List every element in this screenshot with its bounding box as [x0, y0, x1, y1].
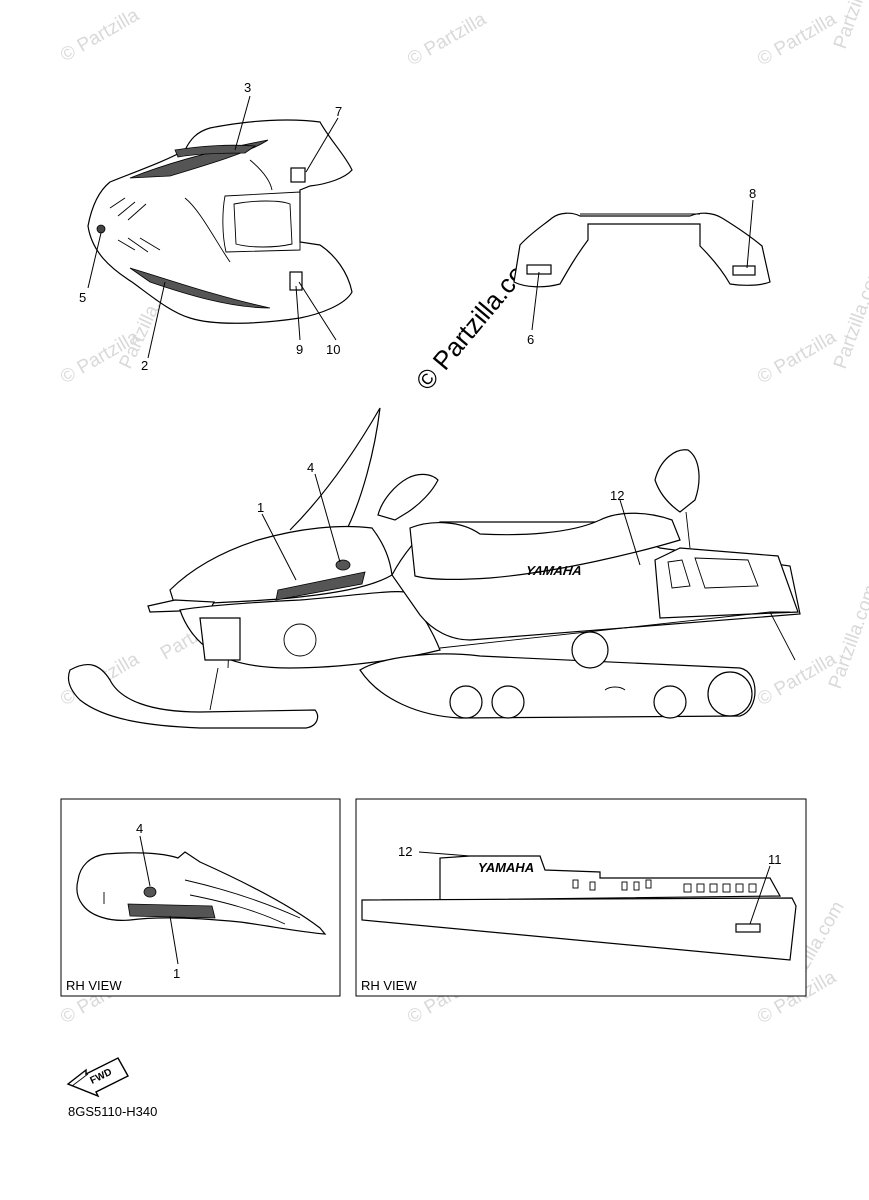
watermark: © Partzilla	[754, 326, 840, 388]
label-11-decal	[735, 923, 761, 933]
inset-left-callout-4: 4	[136, 821, 143, 836]
leader-lines	[87, 95, 754, 581]
callout-10: 10	[326, 342, 340, 357]
snowmobile-drawing: YAMAHA	[67, 407, 801, 729]
watermark: Partzilla.com	[830, 0, 869, 52]
callout-2: 2	[141, 358, 148, 373]
watermark: © Partzilla	[404, 8, 490, 70]
fwd-arrow-icon: FWD	[66, 1057, 129, 1098]
watermark: © Partzilla	[754, 8, 840, 70]
callout-1: 1	[257, 500, 264, 515]
callout-8: 8	[749, 186, 756, 201]
sled-yamaha-decal: YAMAHA	[525, 563, 583, 578]
callout-6: 6	[527, 332, 534, 347]
vent-slots	[572, 879, 757, 893]
inset-right-yamaha-decal: YAMAHA	[478, 860, 534, 875]
label-7-decal	[290, 167, 306, 183]
callout-12: 12	[610, 488, 624, 503]
callout-9: 9	[296, 342, 303, 357]
inset-left-view-label: RH VIEW	[66, 978, 122, 993]
diagram-code: 8GS5110-H340	[68, 1104, 157, 1119]
callout-labels: 3 7 5 2 9 10 8 6 1 4 12	[79, 80, 756, 515]
callout-7: 7	[335, 104, 342, 119]
callout-5: 5	[79, 290, 86, 305]
label-8-decal	[732, 265, 756, 276]
inset-left: 4 1 RH VIEW	[60, 798, 341, 997]
inset-right-callout-11: 11	[768, 852, 782, 867]
callout-3: 3	[244, 80, 251, 95]
emblem-5-decal	[96, 224, 106, 234]
emblem-4-decal	[335, 559, 351, 571]
inset-right-callout-12: 12	[398, 844, 412, 859]
watermark: Partzilla.com	[825, 582, 869, 691]
callout-4: 4	[307, 460, 314, 475]
hood-drawing	[87, 119, 353, 324]
watermark: Partzilla.com	[830, 262, 869, 371]
inset-right: YAMAHA 12 11 RH VIEW	[355, 798, 807, 997]
grab-bar-drawing	[513, 212, 771, 288]
inset-left-callout-1: 1	[173, 966, 180, 981]
inset-right-view-label: RH VIEW	[361, 978, 417, 993]
watermark: © Partzilla	[57, 4, 143, 66]
